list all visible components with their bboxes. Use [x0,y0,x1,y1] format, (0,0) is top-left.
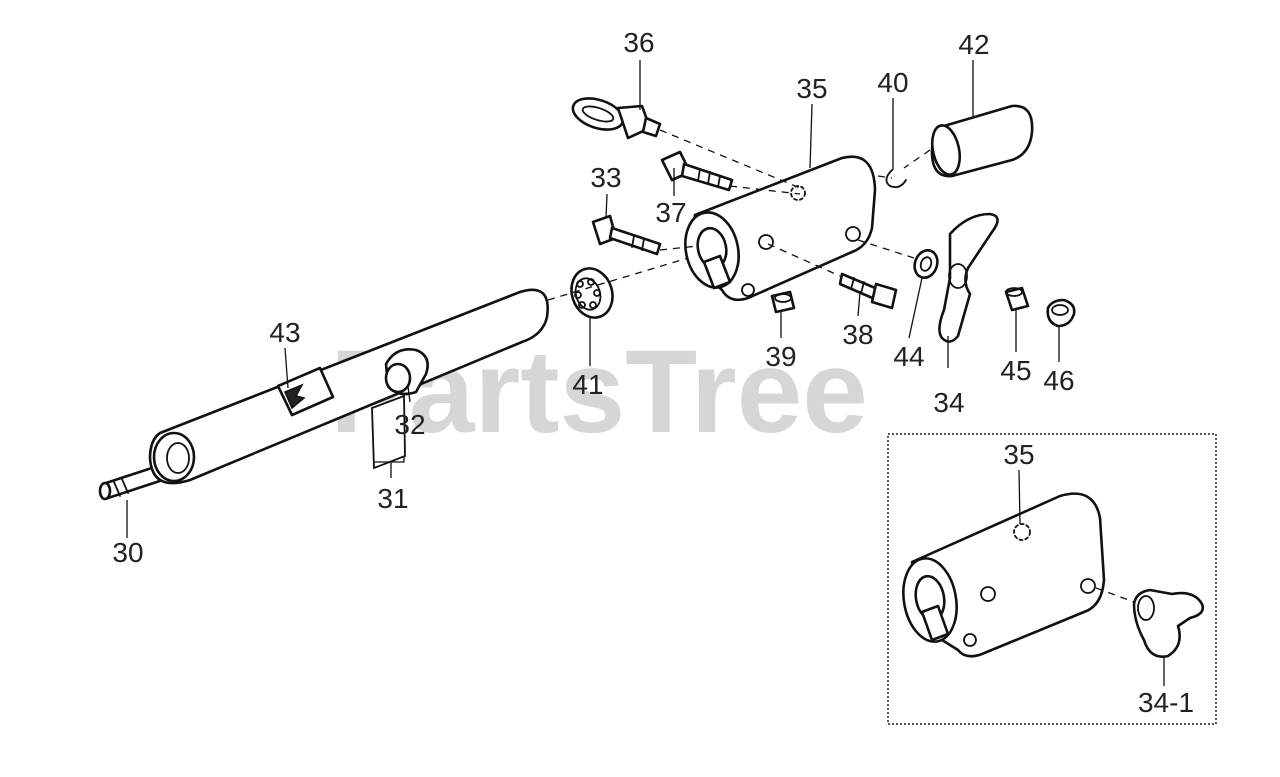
part-42-sleeve [930,104,1034,178]
callout-45: 45 [1000,355,1031,386]
part-38-stud [838,272,898,310]
part-43-main-tube [148,288,549,485]
part-39-nut [770,290,796,314]
callout-42: 42 [958,29,989,60]
callout-37: 37 [655,197,686,228]
part-36-eye-bolt [571,97,662,140]
part-33-screw [591,214,662,256]
inset-border [887,433,1217,725]
callout-30: 30 [112,537,143,568]
callout-36: 36 [623,27,654,58]
part-43-decal [276,366,335,417]
inset-assembly-line [1095,587,1135,603]
inset-callout-35: 35 [1003,439,1034,470]
part-37-bolt [660,150,734,192]
part-44-washer [913,249,939,279]
leader-lines [126,60,1060,538]
part-46-nut [1046,298,1076,328]
callout-44: 44 [893,341,924,372]
callout-46: 46 [1043,365,1074,396]
callout-31: 31 [377,483,408,514]
callout-43: 43 [269,317,300,348]
callout-38: 38 [842,319,873,350]
part-34-wing-knob [938,212,999,343]
part-45-nut [1004,286,1030,312]
callout-41: 41 [572,369,603,400]
inset-callout-34-1: 34-1 [1138,687,1194,718]
callouts: 30 31 32 33 34 35 36 37 38 39 40 41 42 4… [112,27,1074,568]
assembly-lines [547,129,931,301]
part-41-bearing [570,267,614,319]
callout-35: 35 [796,73,827,104]
inset-part-35-housing [902,492,1106,658]
callout-40: 40 [877,67,908,98]
part-32-clamp-block [384,348,429,396]
callout-39: 39 [765,341,796,372]
part-35-housing [684,155,877,302]
part-40-snap-ring [885,169,907,189]
part-31-label [371,394,406,470]
callout-32: 32 [394,409,425,440]
inset-panel: 35 34-1 [887,433,1217,725]
callout-33: 33 [590,162,621,193]
callout-34: 34 [933,387,964,418]
inset-part-34-1-knob [1132,588,1205,658]
